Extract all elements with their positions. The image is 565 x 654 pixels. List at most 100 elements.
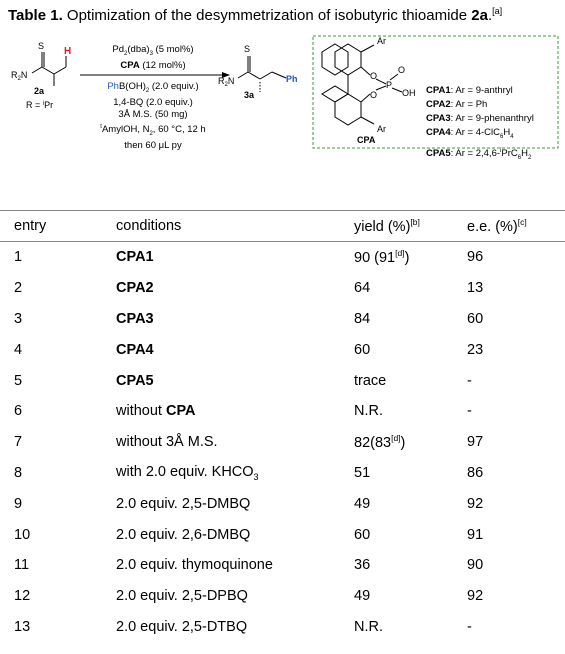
cell-ee: 13 bbox=[467, 280, 484, 297]
cpa-o-double: O bbox=[398, 65, 405, 75]
cell-yield: 36 bbox=[354, 557, 371, 574]
caption-note: [a] bbox=[492, 6, 503, 16]
cell-ee: 92 bbox=[467, 588, 484, 605]
cell-conditions: 2.0 equiv. 2,5-DTBQ bbox=[116, 618, 248, 635]
cell-yield: N.R. bbox=[354, 403, 383, 420]
cell-entry: 6 bbox=[14, 403, 23, 420]
cell-entry: 5 bbox=[14, 372, 23, 389]
cpa-oh-label: OH bbox=[402, 88, 416, 98]
cell-yield: 60 bbox=[354, 526, 371, 543]
cell-ee: - bbox=[467, 403, 472, 420]
conditions-line-7: then 60 μL py bbox=[124, 139, 182, 151]
table-row: 2 CPA2 64 13 bbox=[0, 273, 565, 304]
conditions-line-4: 1,4-BQ (2.0 equiv.) bbox=[113, 96, 193, 108]
cell-conditions: CPA3 bbox=[116, 310, 154, 327]
conditions-line-6: tAmylOH, N2, 60 °C, 12 h bbox=[100, 123, 206, 137]
cell-entry: 8 bbox=[14, 464, 23, 481]
caption-period: . bbox=[487, 7, 493, 24]
cell-entry: 7 bbox=[14, 434, 23, 451]
cpa-legend: CPA1: Ar = 9-anthryl CPA2: Ar = Ph CPA3:… bbox=[426, 84, 534, 165]
cell-yield: trace bbox=[354, 372, 387, 389]
product-s-label: S bbox=[244, 44, 250, 54]
conditions-line-5: 3Å M.S. (50 mg) bbox=[118, 108, 188, 120]
cell-entry: 10 bbox=[14, 526, 31, 543]
cell-ee: 23 bbox=[467, 341, 484, 358]
conditions-line-1: Pd2(dba)3 (5 mol%) bbox=[112, 44, 194, 57]
cell-entry: 2 bbox=[14, 280, 23, 297]
reactant-r-definition: R = iPr bbox=[26, 100, 53, 110]
cell-ee: 90 bbox=[467, 557, 484, 574]
cell-yield: 64 bbox=[354, 280, 371, 297]
conditions-line-3: PhB(OH)2 (2.0 equiv.) bbox=[107, 80, 199, 94]
cell-conditions: without CPA bbox=[116, 403, 196, 420]
cpa-o-upper: O bbox=[370, 71, 377, 81]
cell-entry: 9 bbox=[14, 495, 23, 512]
cell-entry: 12 bbox=[14, 588, 31, 605]
cell-entry: 13 bbox=[14, 618, 31, 635]
header-conditions: conditions bbox=[116, 210, 354, 242]
cell-conditions: CPA1 bbox=[116, 249, 154, 266]
cell-conditions: 2.0 equiv. 2,5-DPBQ bbox=[116, 588, 248, 605]
cell-ee: 86 bbox=[467, 464, 484, 481]
reaction-arrow-head bbox=[222, 72, 230, 78]
results-table: entry conditions yield (%)[b] e.e. (%)[c… bbox=[0, 210, 565, 642]
cell-ee: 97 bbox=[467, 434, 484, 451]
cell-ee: - bbox=[467, 618, 472, 635]
cpa-p-label: P bbox=[386, 80, 392, 90]
table-row: 6 without CPA N.R. - bbox=[0, 396, 565, 427]
cpa-structure bbox=[321, 43, 403, 126]
cell-yield: N.R. bbox=[354, 618, 383, 635]
cell-entry: 1 bbox=[14, 249, 23, 266]
cpa-legend-item: CPA4: Ar = 4-ClC6H4 bbox=[426, 127, 514, 140]
table-row: 8 with 2.0 equiv. KHCO3 51 86 bbox=[0, 458, 565, 489]
cpa-label: CPA bbox=[357, 135, 376, 145]
cell-entry: 4 bbox=[14, 341, 23, 358]
cpa-legend-item: CPA3: Ar = 9-phenanthryl bbox=[426, 113, 534, 124]
cell-yield: 60 bbox=[354, 341, 371, 358]
cpa-ar-top: Ar bbox=[377, 36, 386, 46]
cell-yield: 84 bbox=[354, 310, 371, 327]
cell-ee: 96 bbox=[467, 249, 484, 266]
cell-conditions: 2.0 equiv. 2,5-DMBQ bbox=[116, 495, 251, 512]
cell-conditions: 2.0 equiv. thymoquinone bbox=[116, 557, 273, 574]
cell-yield: 82(83[d]) bbox=[354, 433, 406, 452]
table-caption: Table 1. Optimization of the desymmetriz… bbox=[8, 6, 502, 24]
reaction-conditions: Pd2(dba)3 (5 mol%) CPA (12 mol%) PhB(OH)… bbox=[84, 44, 222, 152]
reactant-h-label: H bbox=[64, 46, 71, 57]
cell-ee: 60 bbox=[467, 310, 484, 327]
cpa-legend-item: CPA1: Ar = 9-anthryl bbox=[426, 85, 513, 96]
table-row: 3 CPA3 84 60 bbox=[0, 304, 565, 335]
table-row: 4 CPA4 60 23 bbox=[0, 334, 565, 365]
table-row: 5 CPA5 trace - bbox=[0, 365, 565, 396]
cell-conditions: with 2.0 equiv. KHCO3 bbox=[116, 464, 259, 482]
caption-compound: 2a bbox=[471, 7, 488, 24]
product-ph-label: Ph bbox=[286, 74, 298, 84]
conditions-ph-text: Ph bbox=[107, 80, 119, 92]
product-label: 3a bbox=[244, 90, 255, 100]
cell-ee: - bbox=[467, 372, 472, 389]
cpa-ar-bottom: Ar bbox=[377, 124, 386, 134]
cell-yield: 51 bbox=[354, 464, 371, 481]
cell-conditions: CPA5 bbox=[116, 372, 154, 389]
cell-entry: 3 bbox=[14, 310, 23, 327]
cpa-legend-item: CPA5: Ar = 2,4,6-iPrC6H2 bbox=[426, 147, 532, 161]
catalyst-box bbox=[312, 35, 559, 149]
cell-ee: 91 bbox=[467, 526, 484, 543]
caption-text: Optimization of the desymmetrization of … bbox=[62, 7, 472, 24]
table-row: 7 without 3Å M.S. 82(83[d]) 97 bbox=[0, 427, 565, 458]
scheme-drawing: S H R2N 2a R = iPr S R2N Ph 3a bbox=[11, 35, 559, 149]
cell-conditions: without 3Å M.S. bbox=[116, 434, 218, 451]
cell-conditions: CPA4 bbox=[116, 341, 154, 358]
cell-entry: 11 bbox=[14, 557, 30, 574]
table-header-row: entry conditions yield (%)[b] e.e. (%)[c… bbox=[0, 210, 565, 242]
caption-prefix: Table 1. bbox=[8, 7, 63, 24]
cell-yield: 49 bbox=[354, 495, 371, 512]
reactant-2a-structure bbox=[31, 52, 67, 86]
conditions-line-2: CPA (12 mol%) bbox=[120, 59, 186, 71]
cpa-legend-item: CPA2: Ar = Ph bbox=[426, 99, 488, 110]
cell-conditions: CPA2 bbox=[116, 280, 154, 297]
